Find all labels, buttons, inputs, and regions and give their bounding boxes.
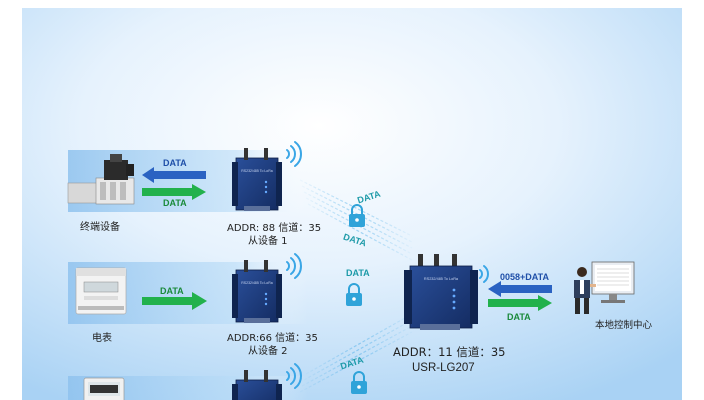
slave-role-2: 从设备 2	[248, 346, 288, 357]
wifi-signal-icon	[479, 265, 489, 283]
lora-radio-icon: RS232/485 To LoRa	[232, 148, 282, 211]
lora-radio-icon	[232, 370, 282, 400]
arrow-left-blue	[142, 167, 206, 183]
solenoid-valve-icon	[67, 154, 135, 205]
operator-at-computer-icon	[574, 261, 635, 314]
device-name-meter: 电表	[92, 333, 112, 344]
slave-role-1: 从设备 1	[248, 236, 288, 247]
arrow-left-blue-gateway	[488, 281, 552, 297]
arrow-label-up-1: DATA	[163, 158, 187, 168]
gateway-arrow-out-label: DATA	[507, 312, 531, 322]
arrow-label-2: DATA	[160, 286, 184, 296]
gateway-model: USR-LG207	[412, 362, 475, 374]
arrow-right-green-gateway	[488, 295, 552, 311]
control-center-label: 本地控制中心	[595, 320, 653, 331]
wireless-stream-3	[299, 313, 413, 393]
wifi-signal-icon	[286, 141, 302, 389]
arrow-right-green	[142, 184, 206, 200]
arrow-right-green-row2	[142, 292, 207, 310]
lora-radio-icon: RS232/485 To LoRa	[232, 260, 282, 323]
svg-text:RS232/485 To LoRa: RS232/485 To LoRa	[424, 277, 459, 281]
arrow-label-down-1: DATA	[163, 198, 187, 208]
device-name-terminal: 终端设备	[80, 222, 120, 233]
gateway-arrow-in-label: 0058+DATA	[500, 272, 549, 282]
lock-icon	[346, 283, 362, 306]
lock-icon	[349, 204, 365, 227]
lora-gateway-icon: RS232/485 To LoRa	[404, 254, 478, 330]
thermo-hygrometer-icon	[83, 377, 125, 400]
electric-meter-icon	[75, 267, 127, 315]
gateway-addr: ADDR：11 信道：35	[393, 345, 506, 359]
svg-text:RS232/485 To LoRa: RS232/485 To LoRa	[241, 169, 273, 173]
wireless-label-2: DATA	[346, 268, 370, 278]
lock-icon	[351, 371, 367, 394]
slave-addr-2: ADDR:66 信道：35	[227, 333, 318, 344]
slave-addr-1: ADDR: 88 信道：35	[227, 223, 322, 234]
svg-text:RS232/485 To LoRa: RS232/485 To LoRa	[241, 281, 273, 285]
